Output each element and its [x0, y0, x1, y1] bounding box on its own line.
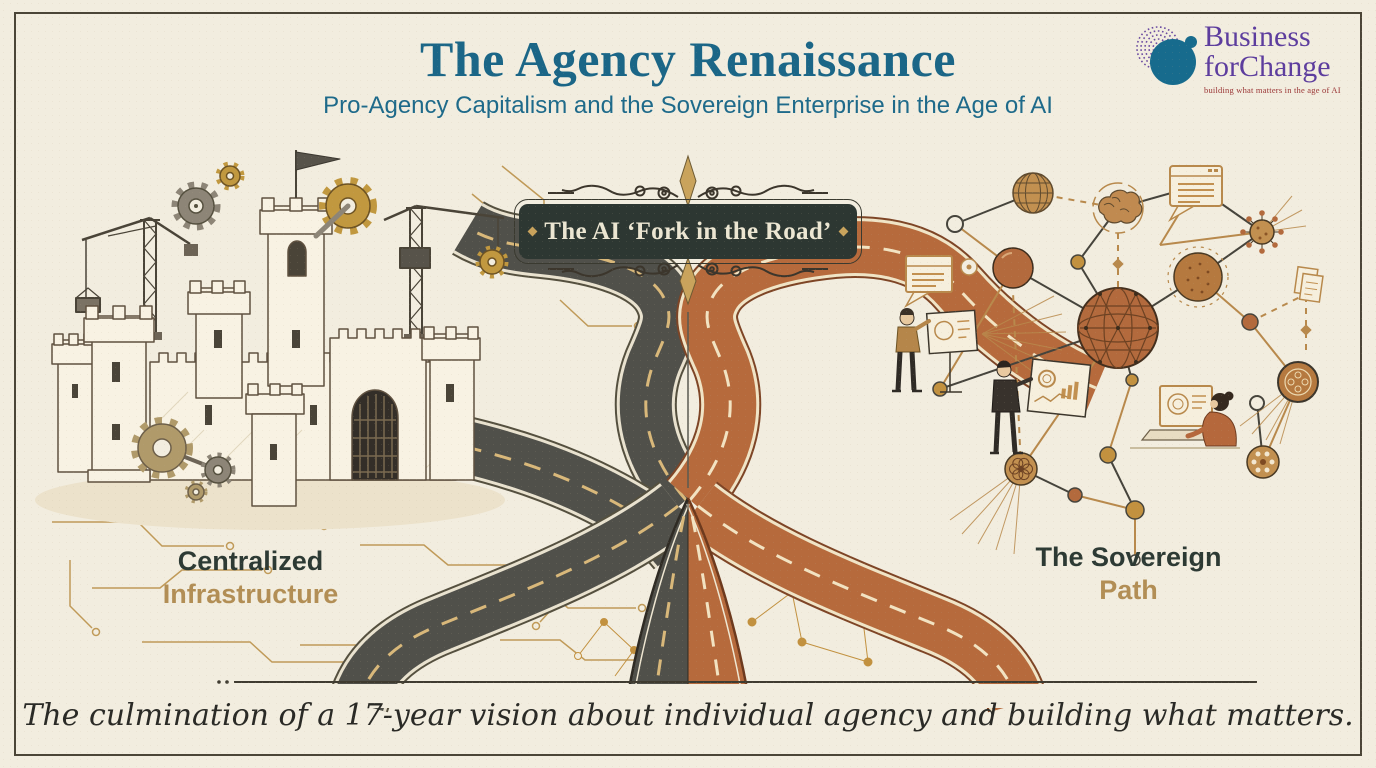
- page-title: The Agency Renaissance: [420, 31, 956, 87]
- illustration-mask: [28, 684, 1348, 708]
- gear-icon: [171, 161, 509, 279]
- logo-tagline: building what matters in the age of AI: [1204, 85, 1341, 95]
- right-path-label-line1: The Sovereign: [1035, 542, 1222, 572]
- network-illustration: [892, 165, 1324, 566]
- left-path-label-line1: Centralized: [177, 546, 324, 576]
- network-node: [992, 247, 1034, 289]
- globe-icon: [1012, 172, 1054, 214]
- crane-icon: [383, 204, 505, 342]
- browser-window-icon: [903, 255, 953, 309]
- orange-road-lower: [678, 481, 1048, 714]
- castle-keep: [259, 150, 341, 387]
- dark-road-lower: [328, 481, 698, 714]
- textured-sphere-node: [1167, 246, 1229, 308]
- document-icon: [1293, 265, 1324, 303]
- castle-tower: [83, 305, 155, 483]
- logo-mark-icon: [1136, 26, 1197, 85]
- rosette-node-icon: [1004, 452, 1038, 486]
- castle-tower: [187, 280, 251, 399]
- logo-name-line2: forChange: [1204, 50, 1331, 83]
- coin-icon: [1277, 361, 1319, 403]
- network-node: [932, 215, 1265, 566]
- brain-icon: [1092, 182, 1144, 234]
- banner-end-ornament: [838, 226, 849, 237]
- person-presenting-icon: [990, 358, 1092, 455]
- network-sphere-icon: [1077, 287, 1159, 369]
- footer-tagline: The culmination of a 17-year vision abou…: [22, 698, 1354, 733]
- logo-text: Business forChange building what matters…: [1204, 22, 1341, 96]
- browser-window-icon: [1167, 165, 1223, 223]
- castle-tower: [421, 326, 481, 481]
- banner-flourish-bottom: [548, 256, 828, 306]
- castle-illustration: [35, 150, 509, 530]
- castle-tower: [245, 383, 305, 507]
- left-path-label: Centralized Infrastructure: [118, 545, 383, 611]
- person-presenting-icon: [892, 308, 979, 393]
- fork-banner: The AI ‘Fork in the Road’: [514, 199, 862, 264]
- business-for-change-logo: Business forChange building what matters…: [1130, 20, 1341, 96]
- flag-icon: [295, 151, 341, 171]
- banner-label: The AI ‘Fork in the Road’: [544, 217, 832, 245]
- castle-gate: [329, 328, 427, 481]
- person-at-laptop-icon: [1130, 385, 1240, 449]
- right-path-label-line2: Path: [1099, 575, 1158, 605]
- trunk-road: [624, 497, 752, 707]
- gear-icon: [131, 417, 236, 504]
- right-path-label: The Sovereign Path: [1006, 541, 1251, 607]
- footer-divider: [217, 680, 1257, 684]
- logo-name-line1: Business: [1204, 20, 1311, 53]
- banner-flourish-top: [548, 154, 828, 208]
- gear-node-icon: [1246, 445, 1280, 479]
- molecule-icon: [1240, 210, 1284, 254]
- left-path-label-line2: Infrastructure: [162, 579, 339, 609]
- banner-end-ornament: [527, 226, 538, 237]
- page-subtitle: Pro-Agency Capitalism and the Sovereign …: [323, 92, 1053, 119]
